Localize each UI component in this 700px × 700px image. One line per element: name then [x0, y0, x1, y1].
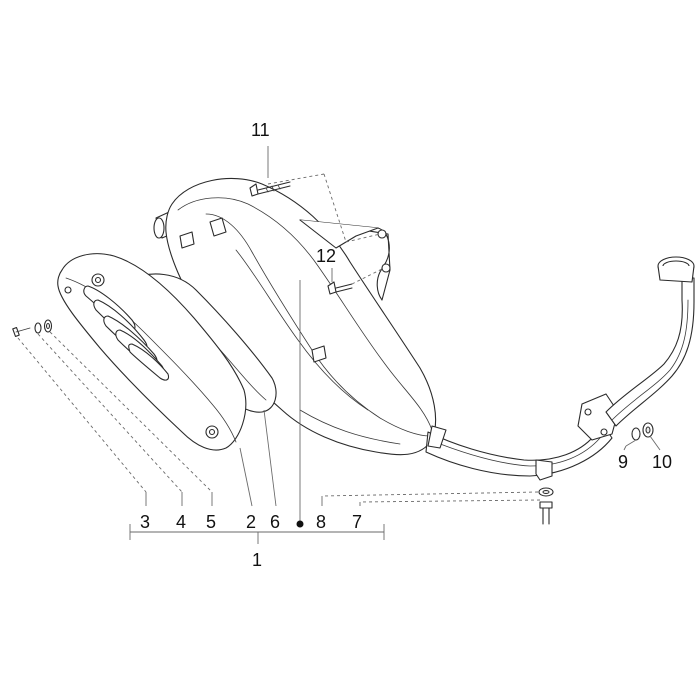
callout-11: 11 — [251, 120, 270, 140]
callout-2: 2 — [246, 512, 256, 532]
bolt-12 — [327, 281, 353, 295]
callout-5: 5 — [206, 512, 216, 532]
leader-lines — [17, 146, 661, 544]
heat-shield-cover — [57, 253, 247, 451]
callout-10: 10 — [652, 452, 672, 472]
callout-8: 8 — [316, 512, 326, 532]
callout-12: 12 — [316, 246, 336, 266]
assembly-dot — [296, 520, 304, 528]
callout-9: 9 — [618, 452, 628, 472]
callout-3: 3 — [140, 512, 150, 532]
nut-10-washer-9 — [631, 422, 654, 441]
bolt-11 — [249, 181, 291, 197]
callout-4: 4 — [176, 512, 186, 532]
callout-1: 1 — [252, 550, 262, 570]
muffler-body — [153, 178, 437, 456]
exhaust-pipe — [425, 256, 695, 481]
callout-6: 6 — [270, 512, 280, 532]
bolt-7-washer-8 — [538, 487, 554, 525]
callout-7: 7 — [352, 512, 362, 532]
screw-washer-set — [12, 319, 53, 337]
grille-slots — [83, 285, 170, 381]
